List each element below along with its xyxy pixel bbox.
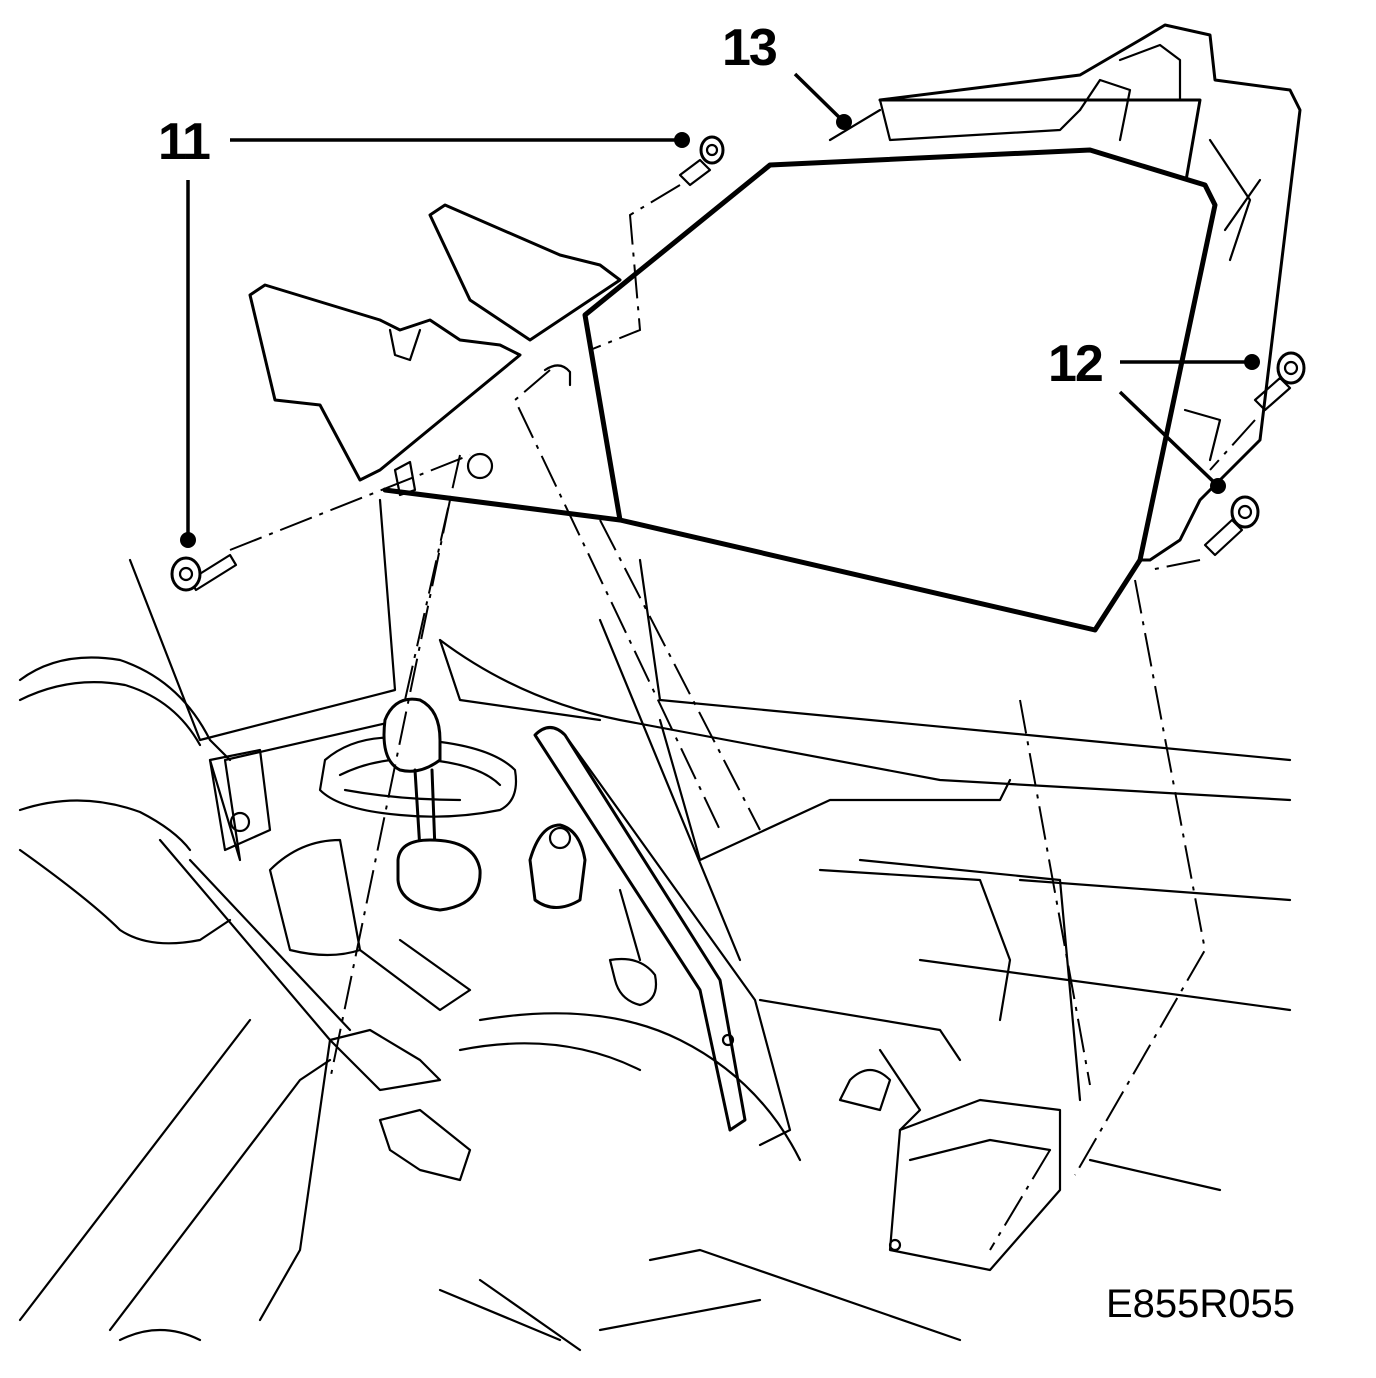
callout-12: 12 bbox=[1048, 335, 1104, 393]
screw-11-lower bbox=[170, 553, 238, 592]
screw-12-lower bbox=[1203, 495, 1260, 557]
figure-code: E855R055 bbox=[1106, 1282, 1296, 1326]
gear-shifter-assembly bbox=[208, 697, 518, 1012]
centre-console-panel-13 bbox=[248, 23, 1302, 633]
assembly-guide-lines bbox=[229, 184, 1256, 1251]
screw-12-upper bbox=[1253, 351, 1306, 412]
handbrake-lever bbox=[458, 726, 802, 1162]
leader-lines bbox=[180, 72, 1260, 548]
callout-13: 13 bbox=[722, 19, 778, 77]
screw-11-upper bbox=[678, 135, 725, 187]
floor-tunnel-structure bbox=[18, 498, 1292, 1352]
callout-11: 11 bbox=[158, 113, 211, 171]
rear-mounting-bracket bbox=[328, 1028, 1062, 1272]
